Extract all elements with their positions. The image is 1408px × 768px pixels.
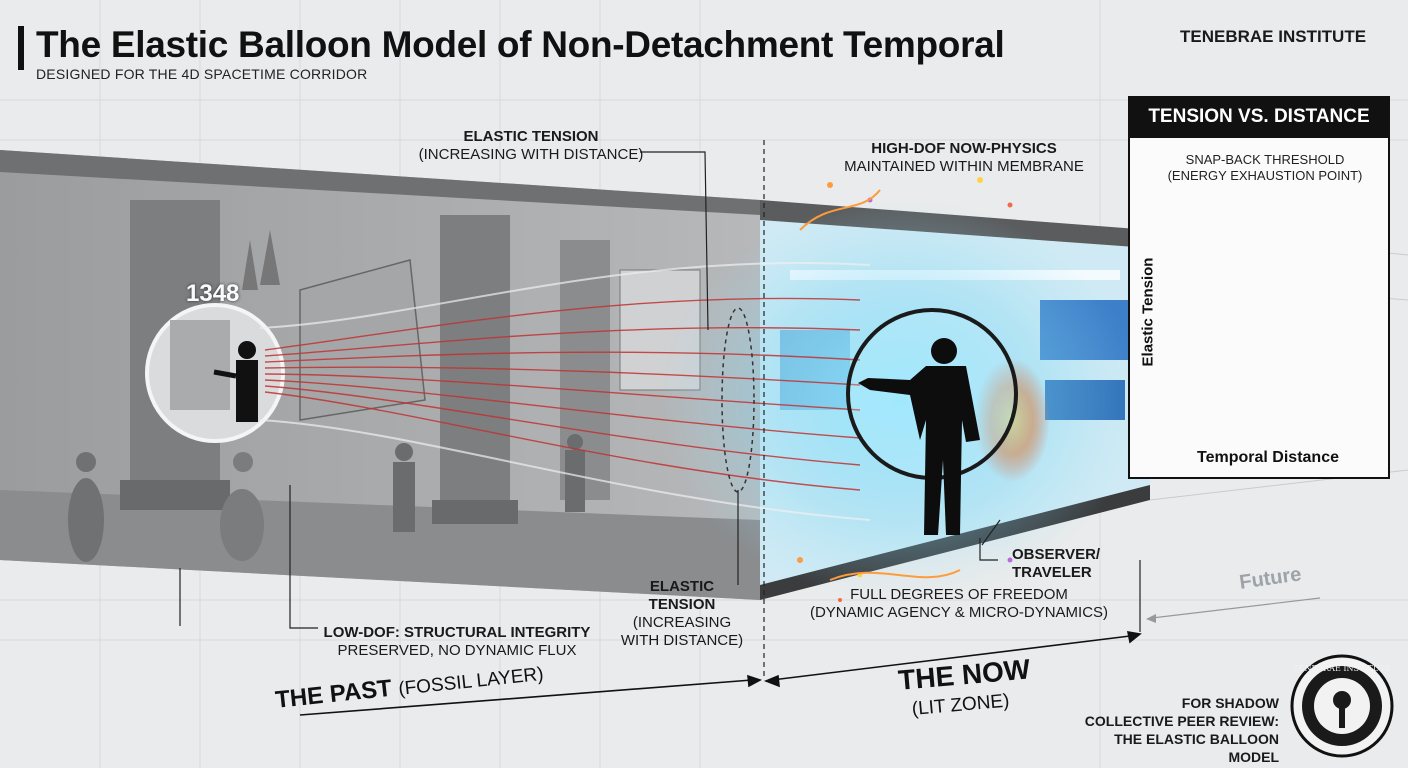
label-elastic-tension-bottom: ELASTIC TENSION (INCREASING WITH DISTANC… [618, 578, 746, 650]
energy-particles [797, 177, 1013, 602]
past-viewport-circle [145, 303, 285, 443]
label-low-dof-line2: PRESERVED, NO DYNAMIC FLUX [337, 642, 577, 659]
label-observer-line1: OBSERVER/ [1012, 546, 1101, 563]
label-high-dof-line1: HIGH-DOF NOW-PHYSICS [871, 140, 1057, 157]
title-accent-bar [18, 26, 24, 70]
label-low-dof-line1: LOW-DOF: STRUCTURAL INTEGRITY [323, 624, 591, 641]
label-full-freedom: FULL DEGREES OF FREEDOM (DYNAMIC AGENCY … [800, 586, 1118, 622]
label-elastic-tension-bottom-line3: (INCREASING [632, 614, 732, 631]
page-subtitle: DESIGNED FOR THE 4D SPACETIME CORRIDOR [36, 66, 368, 82]
label-elastic-tension-bottom-line2: TENSION [648, 596, 716, 613]
callout-leaders [179, 140, 1141, 680]
tension-ring [721, 307, 755, 493]
page-title: The Elastic Balloon Model of Non-Detachm… [36, 24, 1005, 65]
chart-y-label: Elastic Tension [1139, 257, 1157, 367]
year-label: 1348 [186, 280, 240, 307]
observer-silhouette [858, 338, 980, 535]
label-full-freedom-line2: (DYNAMIC AGENCY & MICRO-DYNAMICS) [809, 604, 1109, 621]
label-elastic-tension-top-line1: ELASTIC TENSION [463, 128, 599, 145]
label-elastic-tension-bottom-line1: ELASTIC [649, 578, 715, 595]
past-corridor [0, 150, 760, 600]
peer-review-note: FOR SHADOW COLLECTIVE PEER REVIEW: THE E… [1060, 694, 1279, 766]
peer-review-line2: COLLECTIVE PEER REVIEW: [1084, 713, 1279, 729]
tenebrae-seal-logo: TENEBRAE INSTITUTE [1290, 654, 1394, 758]
label-elastic-tension-top-line2: (INCREASING WITH DISTANCE) [418, 146, 644, 163]
label-elastic-tension-top: ELASTIC TENSION (INCREASING WITH DISTANC… [390, 128, 672, 164]
seal-text: TENEBRAE INSTITUTE [1293, 664, 1391, 673]
chart-annotation-line1: SNAP-BACK THRESHOLD [1185, 152, 1345, 167]
chart-annotation: SNAP-BACK THRESHOLD (ENERGY EXHAUSTION P… [1160, 152, 1370, 184]
label-elastic-tension-bottom-line4: WITH DISTANCE) [620, 632, 744, 649]
peer-review-line1: FOR SHADOW [1181, 695, 1279, 711]
tension-chart-panel [1128, 96, 1390, 479]
label-observer-line2: TRAVELER [1012, 564, 1092, 581]
elastic-tension-lines [264, 297, 861, 491]
label-full-freedom-line1: FULL DEGREES OF FREEDOM [850, 586, 1068, 603]
chart-x-label: Temporal Distance [1197, 449, 1339, 466]
chart-annotation-line2: (ENERGY EXHAUSTION POINT) [1167, 168, 1363, 183]
funnel-membrane [259, 261, 871, 521]
label-observer: OBSERVER/ TRAVELER [1012, 546, 1100, 582]
chart-title: TENSION VS. DISTANCE [1128, 96, 1390, 138]
label-high-dof-line2: MAINTAINED WITHIN MEMBRANE [844, 158, 1084, 175]
label-high-dof: HIGH-DOF NOW-PHYSICS MAINTAINED WITHIN M… [822, 140, 1106, 176]
timeline-arrows [299, 597, 1321, 716]
label-low-dof: LOW-DOF: STRUCTURAL INTEGRITY PRESERVED,… [322, 624, 592, 660]
institute-name: TENEBRAE INSTITUTE [1180, 27, 1367, 46]
peer-review-line3: THE ELASTIC BALLOON MODEL [1114, 731, 1279, 765]
